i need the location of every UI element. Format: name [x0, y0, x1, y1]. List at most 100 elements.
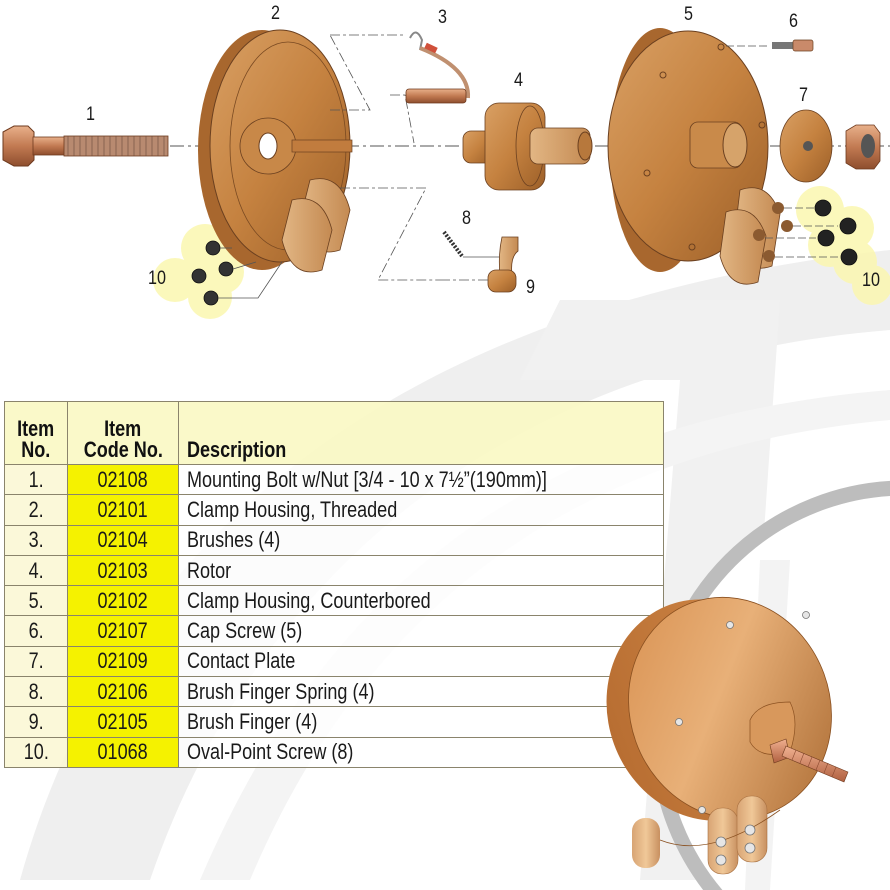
item-description: Mounting Bolt w/Nut [3/4 - 10 x 7½”(190m… [187, 466, 547, 492]
description-cell: Brush Finger Spring (4) [178, 676, 664, 708]
cap-screw-part [726, 39, 814, 52]
assembled-clamp-image [606, 596, 849, 875]
item-code-cell: 01068 [67, 736, 179, 768]
item-description: Clamp Housing, Threaded [187, 496, 398, 522]
item-code-cell: 02102 [67, 585, 179, 617]
brush-finger-spring-part [442, 230, 505, 258]
item-code-cell: 02103 [67, 554, 179, 587]
item-no: 9. [28, 709, 44, 735]
item-description: Oval-Point Screw (8) [187, 739, 354, 765]
table-row: 8. 02106 Brush Finger Spring (4) [4, 676, 664, 708]
mounting-bolt-part [2, 125, 169, 167]
item-code: 01068 [97, 739, 149, 765]
table-row: 1. 02108 Mounting Bolt w/Nut [3/4 - 10 x… [4, 463, 664, 496]
brush-finger-part [440, 236, 519, 293]
description-cell: Oval-Point Screw (8) [178, 736, 664, 768]
table-row: 4. 02103 Rotor [4, 554, 664, 587]
header-description-label: Description [187, 437, 287, 462]
item-no-cell: 10. [4, 736, 68, 768]
item-description: Cap Screw (5) [187, 618, 303, 644]
item-code-cell: 02108 [67, 463, 179, 496]
table-row: 9. 02105 Brush Finger (4) [4, 706, 664, 738]
callout-2: 2 [271, 3, 280, 24]
item-code-cell: 02101 [67, 494, 179, 526]
item-description: Brush Finger (4) [187, 709, 318, 735]
table-row: 2. 02101 Clamp Housing, Threaded [4, 494, 664, 526]
item-code-cell: 02104 [67, 524, 179, 556]
description-cell: Brush Finger (4) [178, 706, 664, 738]
description-cell: Clamp Housing, Counterbored [178, 585, 664, 617]
item-code: 02108 [97, 466, 149, 492]
item-no-cell: 1. [4, 463, 68, 496]
callout-1: 1 [86, 104, 95, 125]
item-code: 02107 [97, 618, 149, 644]
callout-7: 7 [799, 85, 808, 106]
callout-10-right: 10 [862, 270, 880, 291]
contact-plate-part [779, 109, 881, 183]
item-no-cell: 5. [4, 585, 68, 617]
item-no-cell: 4. [4, 554, 68, 587]
item-description: Brush Finger Spring (4) [187, 678, 375, 704]
item-no: 6. [28, 618, 44, 644]
item-no-cell: 7. [4, 645, 68, 678]
item-code: 02101 [97, 496, 149, 522]
item-description: Clamp Housing, Counterbored [187, 587, 431, 613]
item-no: 10. [23, 739, 49, 765]
item-code-cell: 02107 [67, 615, 179, 647]
item-description: Rotor [187, 557, 232, 583]
exploded-diagram [2, 28, 890, 319]
description-cell: Cap Screw (5) [178, 615, 664, 647]
description-cell: Clamp Housing, Threaded [178, 494, 664, 526]
item-code-cell: 02106 [67, 676, 179, 708]
item-code-cell: 02105 [67, 706, 179, 738]
item-code: 02103 [97, 557, 149, 583]
item-no-cell: 8. [4, 676, 68, 708]
callout-4: 4 [514, 70, 523, 91]
callout-3: 3 [438, 7, 447, 28]
clamp-housing-counterbored-part [607, 28, 793, 285]
item-code: 02102 [97, 587, 149, 613]
header-description: Description [178, 401, 664, 465]
item-no-cell: 6. [4, 615, 68, 647]
rotor-part [462, 102, 593, 191]
item-no: 3. [28, 527, 44, 553]
item-no: 5. [28, 587, 44, 613]
callout-5: 5 [684, 4, 693, 25]
item-code-cell: 02109 [67, 645, 179, 678]
callout-6: 6 [789, 11, 798, 32]
clamp-housing-threaded-part [198, 29, 353, 273]
oval-point-screws-left [191, 240, 234, 306]
item-no: 2. [28, 496, 44, 522]
item-no-cell: 3. [4, 524, 68, 556]
oval-point-screws-right [814, 199, 858, 266]
item-code: 02106 [97, 678, 149, 704]
table-row: 6. 02107 Cap Screw (5) [4, 615, 664, 647]
table-row: 3. 02104 Brushes (4) [4, 524, 664, 556]
table-row: 7. 02109 Contact Plate [4, 645, 664, 678]
callout-10-left: 10 [148, 268, 166, 289]
table-row: 5. 02102 Clamp Housing, Counterbored [4, 585, 664, 617]
callout-8: 8 [462, 208, 471, 229]
description-cell: Contact Plate [178, 645, 664, 678]
item-no: 8. [28, 678, 44, 704]
header-item-no-line2: No. [21, 437, 51, 462]
header-item-no-line1: Item [17, 416, 55, 441]
item-no: 7. [28, 648, 44, 674]
item-code: 02109 [97, 648, 149, 674]
table-row: 10. 01068 Oval-Point Screw (8) [4, 736, 664, 768]
item-no-cell: 9. [4, 706, 68, 738]
item-no-cell: 2. [4, 494, 68, 526]
brushes-part [405, 31, 471, 104]
item-description: Brushes (4) [187, 527, 281, 553]
description-cell: Rotor [178, 554, 664, 587]
callout-9: 9 [526, 277, 535, 298]
header-code-line1: Item [104, 416, 142, 441]
item-no: 1. [28, 466, 44, 492]
description-cell: Brushes (4) [178, 524, 664, 556]
item-code: 02104 [97, 527, 149, 553]
item-no: 4. [28, 557, 44, 583]
header-code-line2: Code No. [83, 437, 163, 462]
item-description: Contact Plate [187, 648, 296, 674]
